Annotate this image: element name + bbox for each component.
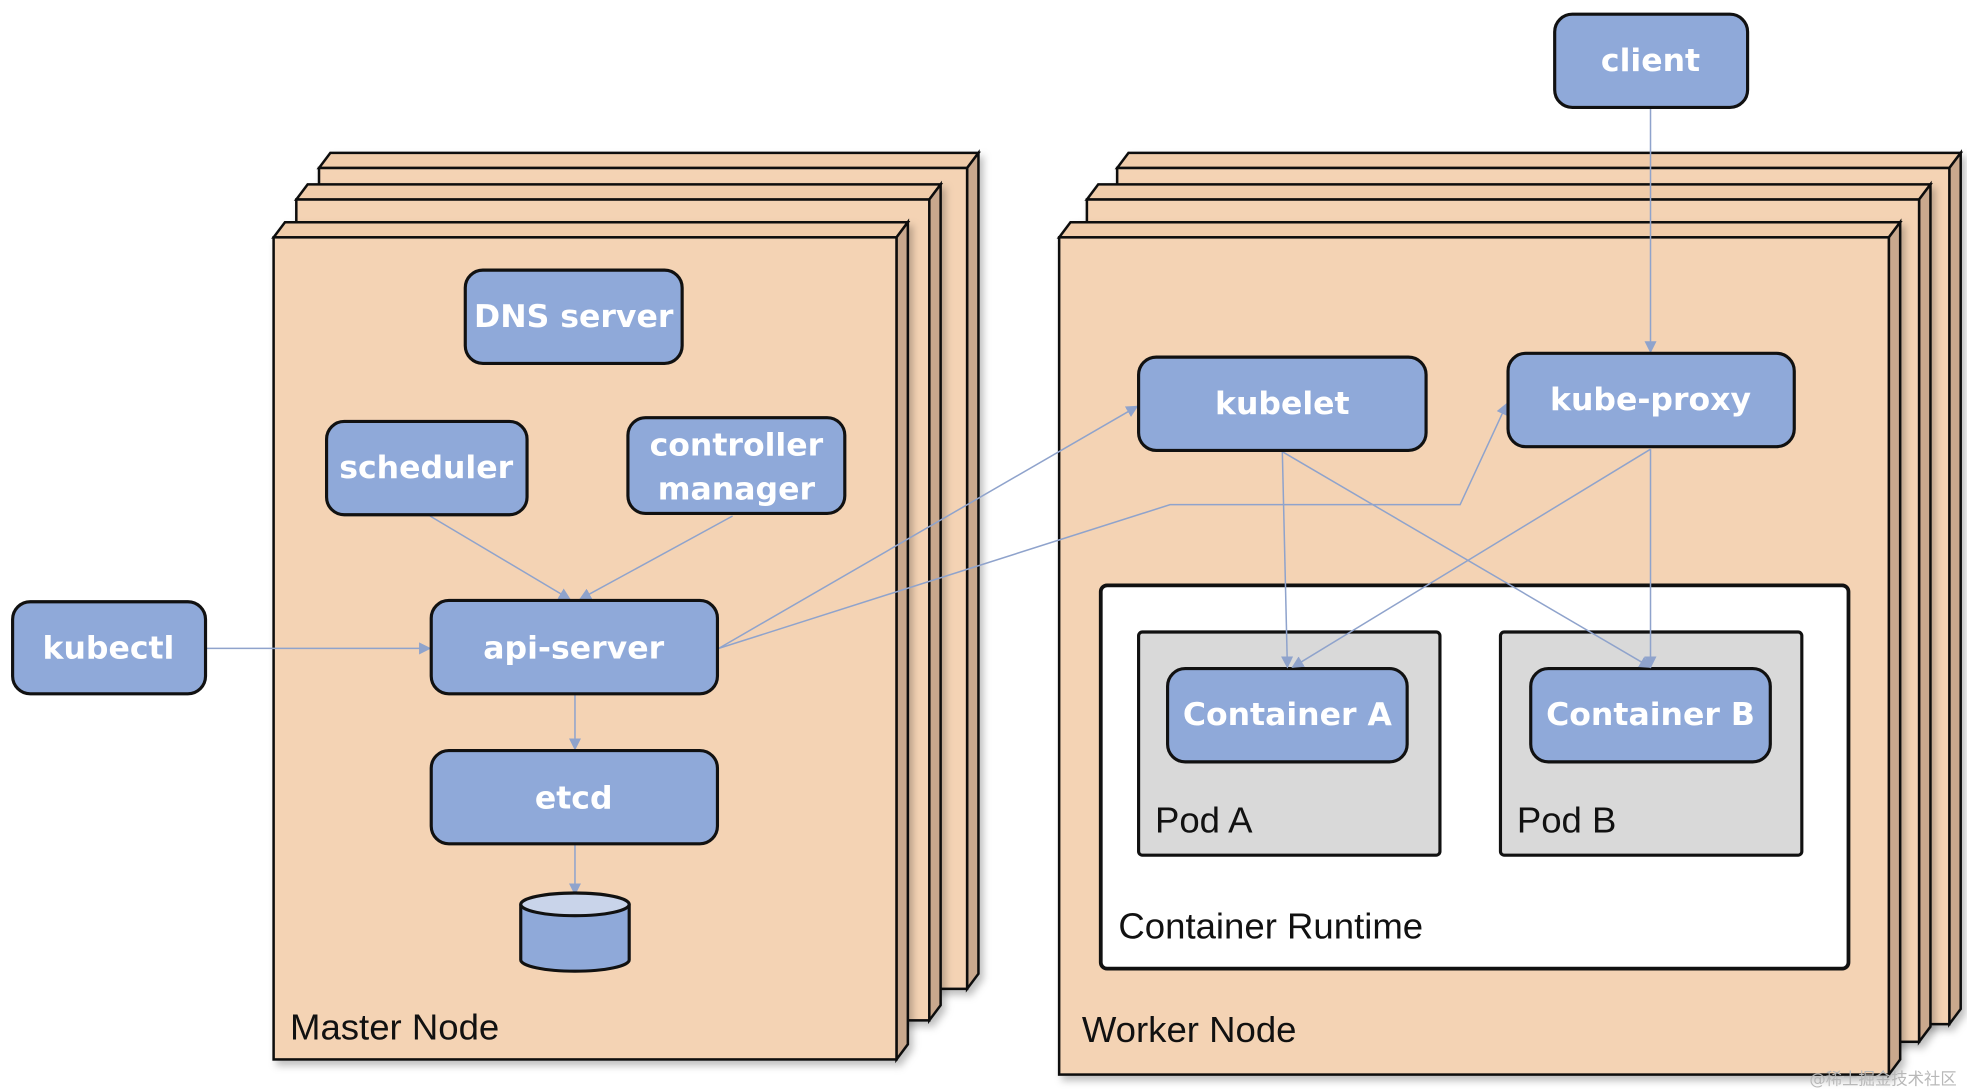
etcd-label: etcd	[535, 780, 613, 816]
controller-manager[interactable]: controller manager	[626, 416, 847, 516]
worker-node-stack: Worker Node Container Runtime Pod A Cont…	[1056, 149, 1964, 1079]
container-a[interactable]: Container A	[1166, 666, 1409, 764]
controller-manager-label-line2: manager	[658, 472, 816, 508]
master-node-label: Master Node	[290, 1006, 499, 1047]
container-b-label: Container B	[1546, 697, 1755, 733]
api-server-label: api-server	[483, 630, 664, 666]
client[interactable]: client	[1553, 12, 1750, 110]
dns-server[interactable]: DNS server	[463, 268, 684, 366]
controller-manager-label-line1: controller	[650, 427, 824, 463]
container-b[interactable]: Container B	[1529, 666, 1772, 764]
edge-api-server-to-kubelet	[718, 405, 1139, 650]
watermark: @稀土掘金技术社区	[1809, 1070, 1956, 1089]
etcd[interactable]: etcd	[429, 748, 720, 846]
scheduler-label: scheduler	[339, 450, 513, 486]
edge-scheduler-to-api-server	[429, 515, 571, 600]
kubectl[interactable]: kubectl	[11, 600, 208, 696]
kubelet-label: kubelet	[1215, 386, 1350, 422]
api-server[interactable]: api-server	[429, 598, 720, 696]
dns-server-label: DNS server	[474, 299, 674, 335]
edges	[206, 108, 1657, 896]
pod-a[interactable]: Pod A Container A	[1137, 630, 1442, 857]
pod-a-label: Pod A	[1155, 799, 1253, 840]
edge-kubelet-to-container-b	[1281, 451, 1652, 668]
client-label: client	[1601, 43, 1700, 79]
pod-b-label: Pod B	[1517, 799, 1617, 840]
edge-controller-to-api-server	[578, 515, 733, 600]
pod-b[interactable]: Pod B Container B	[1498, 630, 1804, 857]
container-a-label: Container A	[1183, 697, 1393, 733]
container-runtime-label: Container Runtime	[1118, 905, 1423, 946]
scheduler[interactable]: scheduler	[324, 419, 529, 517]
edge-kube-proxy-to-container-a	[1291, 448, 1651, 668]
edge-api-server-to-kube-proxy	[718, 402, 1508, 650]
worker-node-label: Worker Node	[1082, 1009, 1297, 1050]
edge-kubelet-to-container-a	[1281, 451, 1294, 669]
kubectl-label: kubectl	[42, 630, 174, 666]
kubelet[interactable]: kubelet	[1137, 355, 1428, 453]
database-cylinder-icon	[519, 891, 631, 973]
kube-proxy[interactable]: kube-proxy	[1506, 351, 1796, 449]
kube-proxy-label: kube-proxy	[1550, 382, 1751, 418]
